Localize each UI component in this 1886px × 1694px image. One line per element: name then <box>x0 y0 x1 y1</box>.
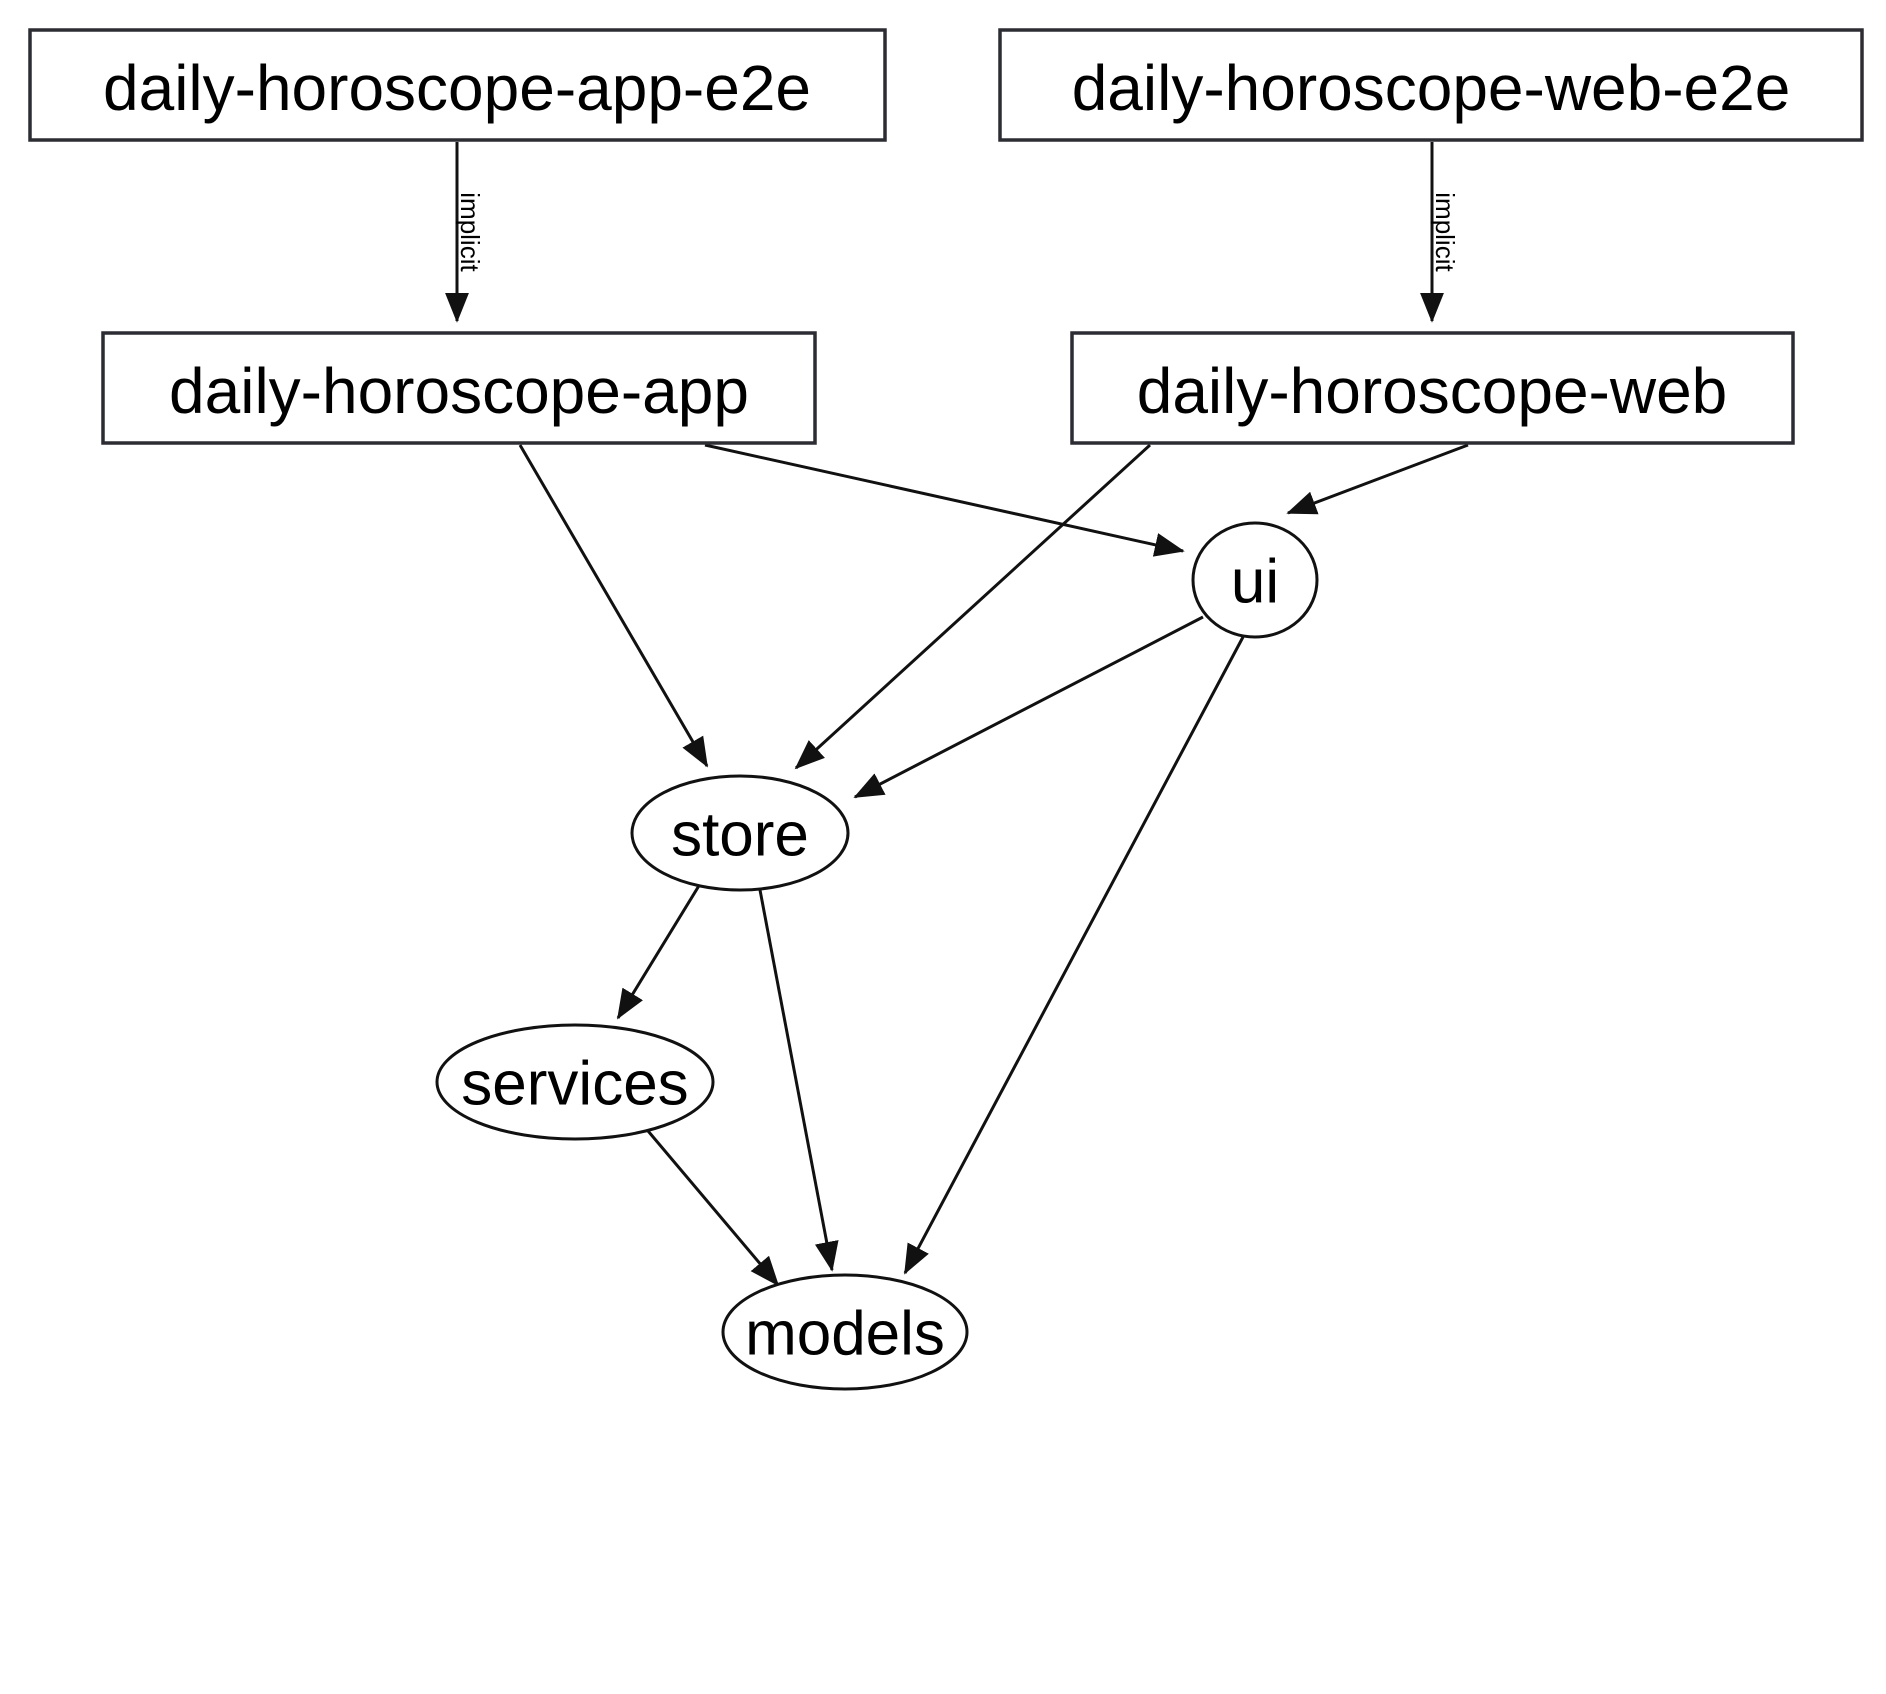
node-label: daily-horoscope-app-e2e <box>103 52 811 124</box>
edge-line <box>903 636 1245 1275</box>
edge-line <box>704 443 1185 557</box>
edge-label-implicit-app: implicit <box>455 192 485 272</box>
edge-line <box>794 443 1152 770</box>
node-daily-horoscope-app-e2e[interactable]: daily-horoscope-app-e2e <box>28 28 887 142</box>
node-label: ui <box>1231 548 1279 617</box>
node-label: services <box>461 1050 688 1119</box>
edge-line <box>641 1124 780 1287</box>
node-rect[interactable] <box>1070 331 1795 445</box>
edge-store-to-models <box>758 889 839 1272</box>
node-label: daily-horoscope-web <box>1137 355 1728 427</box>
node-ellipse[interactable] <box>1191 521 1319 639</box>
edge-web-to-store <box>794 443 1152 770</box>
node-ellipse[interactable] <box>630 774 850 892</box>
edge-layer: implicit implicit <box>445 142 1469 1287</box>
edge-line <box>1286 443 1469 515</box>
node-label: store <box>671 801 809 870</box>
edge-line <box>616 883 702 1020</box>
node-ellipse[interactable] <box>721 1273 969 1391</box>
edge-ui-to-store <box>853 615 1204 799</box>
node-rect[interactable] <box>101 331 817 445</box>
edge-web-e2e-to-web: implicit <box>1420 142 1460 323</box>
node-rect[interactable] <box>28 28 887 142</box>
edge-web-to-ui <box>1286 443 1469 515</box>
edge-store-to-services <box>616 883 702 1020</box>
edge-services-to-models <box>641 1124 780 1287</box>
node-ellipse[interactable] <box>435 1023 715 1141</box>
node-services[interactable]: services <box>435 1023 715 1141</box>
node-label: daily-horoscope-app <box>169 355 749 427</box>
node-store[interactable]: store <box>630 774 850 892</box>
edge-line <box>518 444 709 768</box>
node-daily-horoscope-web-e2e[interactable]: daily-horoscope-web-e2e <box>998 28 1864 142</box>
edge-label-implicit-web: implicit <box>1430 192 1460 272</box>
edge-app-e2e-to-app: implicit <box>445 142 485 323</box>
edge-line <box>758 889 839 1272</box>
node-models[interactable]: models <box>721 1273 969 1391</box>
node-daily-horoscope-web[interactable]: daily-horoscope-web <box>1070 331 1795 445</box>
node-daily-horoscope-app[interactable]: daily-horoscope-app <box>101 331 817 445</box>
node-ui[interactable]: ui <box>1191 521 1319 639</box>
node-label: models <box>745 1300 945 1369</box>
edge-app-to-store <box>518 444 709 768</box>
edge-ui-to-models <box>903 636 1245 1275</box>
node-rect[interactable] <box>998 28 1864 142</box>
edge-app-to-ui <box>704 443 1185 557</box>
node-label: daily-horoscope-web-e2e <box>1072 52 1791 124</box>
node-layer: daily-horoscope-app-e2e daily-horoscope-… <box>28 28 1864 1391</box>
edge-line <box>853 615 1204 799</box>
